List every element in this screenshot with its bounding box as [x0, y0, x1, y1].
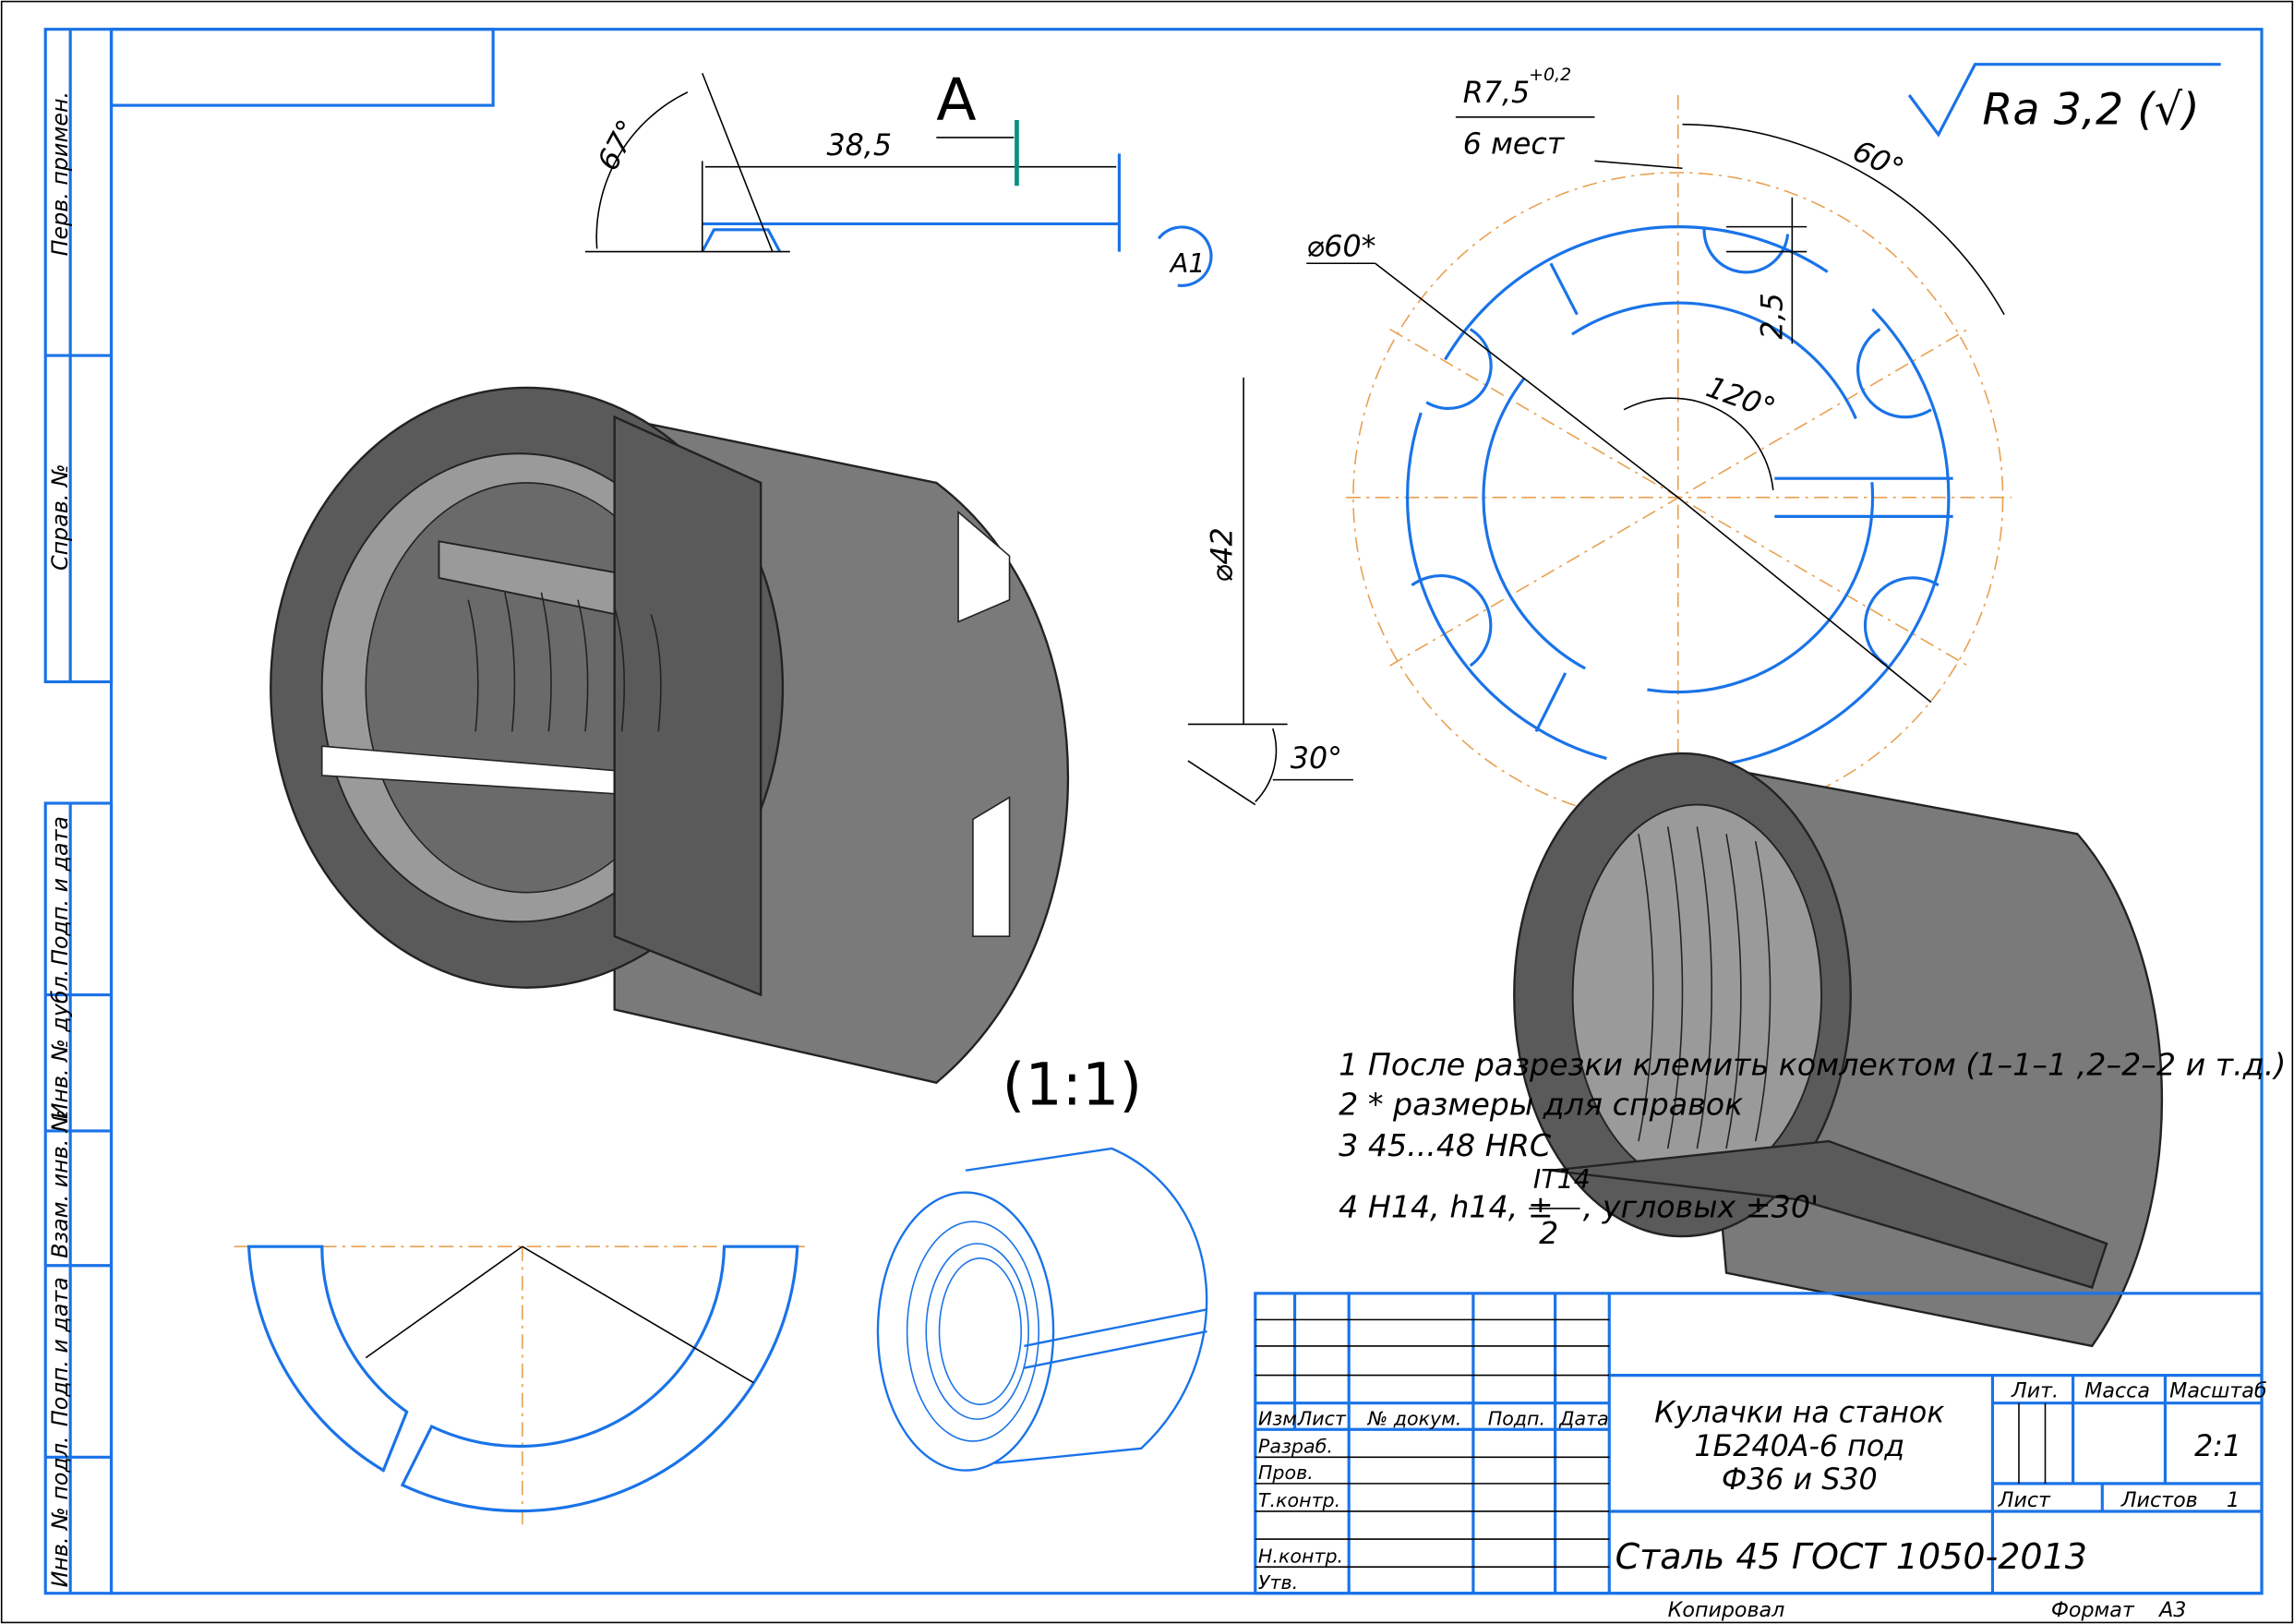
note-3: 3 45...48 HRC — [1339, 1127, 1552, 1163]
title-block: Изм. Лист № докум. Подп. Дата Разраб. Пр… — [1254, 1292, 2267, 1622]
stamp-label: Взам. инв. № — [47, 1109, 73, 1257]
dim-angle-120: 120° — [1702, 371, 1780, 427]
stamp-label: Инв. № дубл. — [47, 969, 73, 1120]
dim-depth-2-5: 2,5 — [1756, 293, 1789, 339]
isometric-model-large — [270, 386, 1069, 1084]
scale-note: (1:1) — [1003, 1050, 1142, 1118]
isometric-model-small-shaded — [1513, 752, 2164, 1348]
drawing-title-line-3: Ф36 и S30 — [1722, 1463, 1878, 1497]
sheets-label: Листов — [2120, 1488, 2198, 1512]
stamp-label: Перв. примен. — [47, 91, 73, 256]
chamfer-detail-view: 67° 38,5 A A1 — [584, 66, 1213, 287]
section-view — [234, 1245, 805, 1529]
header-doc-number: № докум. — [1367, 1407, 1462, 1429]
sheets-value: 1 — [2227, 1488, 2240, 1512]
format-value: A3 — [2157, 1598, 2186, 1622]
dim-radius: R7,5 — [1463, 77, 1530, 110]
role-checker: Пров. — [1258, 1462, 1314, 1484]
stamp-label: Справ. № — [47, 463, 73, 571]
dim-angle-30: 30° — [1291, 742, 1342, 776]
dim-length-38-5: 38,5 — [826, 129, 892, 162]
material: Сталь 45 ГОСТ 1050-2013 — [1615, 1536, 2087, 1577]
lit-label: Лит. — [2011, 1378, 2059, 1402]
dim-diameter-42: ⌀42 — [1206, 527, 1239, 582]
mass-label: Масса — [2084, 1378, 2150, 1402]
scale-value: 2:1 — [2194, 1430, 2241, 1463]
dim-diameter-60: ⌀60* — [1306, 230, 1375, 263]
header-list: Лист — [1297, 1407, 1347, 1429]
scale-label: Масштаб — [2169, 1378, 2266, 1402]
surface-roughness-symbol: Ra 3,2 (√) — [1907, 63, 2221, 138]
note-2: 2 * размеры для справок — [1339, 1087, 1743, 1123]
role-tech-control: Т.контр. — [1258, 1489, 1340, 1511]
role-approved: Утв. — [1258, 1571, 1298, 1594]
note-4: 4 H14, h14, ± — [1339, 1188, 1554, 1224]
technical-notes: 1 После разрезки клемить комлектом (1–1–… — [1339, 1047, 2286, 1251]
header-izm: Изм. — [1258, 1407, 1303, 1429]
stamp-label: Подп. и дата — [47, 1277, 73, 1426]
section-label-a: A — [936, 66, 976, 134]
side-stamp-column: Перв. примен. Справ. № Подп. и дата Инв.… — [43, 28, 114, 1595]
copied-label: Копировал — [1668, 1598, 1785, 1622]
isometric-model-wireframe — [876, 1147, 1208, 1472]
role-norm-control: Н.контр. — [1258, 1545, 1343, 1567]
note-1: 1 После разрезки клемить комлектом (1–1–… — [1339, 1047, 2286, 1083]
drawing-title-line-2: 1Б240А-6 под — [1694, 1430, 1904, 1463]
stamp-label: Подп. и дата — [47, 816, 73, 966]
top-left-box — [109, 28, 495, 107]
note-4-tail: , угловых ±30' — [1583, 1188, 1819, 1224]
dim-angle-60: 60° — [1847, 135, 1908, 186]
note-4-denominator: 2 — [1539, 1215, 1558, 1251]
note-4-numerator: IT14 — [1533, 1164, 1591, 1195]
format-label: Формат — [2051, 1598, 2135, 1622]
view-mark: A1 — [1169, 248, 1206, 279]
stamp-label: Инв. № подл. — [47, 1436, 73, 1587]
roughness-value: Ra 3,2 (√) — [1982, 85, 2199, 136]
drawing-title-line-1: Кулачки на станок — [1654, 1396, 1944, 1429]
front-view: R7,5 +0,2 6 мест 60° ⌀60* 2,5 120° ⌀42 3… — [1187, 65, 2012, 827]
role-developer: Разраб. — [1258, 1436, 1333, 1458]
sheet-label: Лист — [1998, 1488, 2051, 1512]
header-signature: Подп. — [1488, 1407, 1545, 1429]
dim-radius-tolerance: +0,2 — [1529, 65, 1571, 85]
header-date: Дата — [1558, 1407, 1608, 1429]
dim-radius-count: 6 мест — [1463, 127, 1566, 161]
dim-angle-67: 67° — [592, 114, 645, 175]
